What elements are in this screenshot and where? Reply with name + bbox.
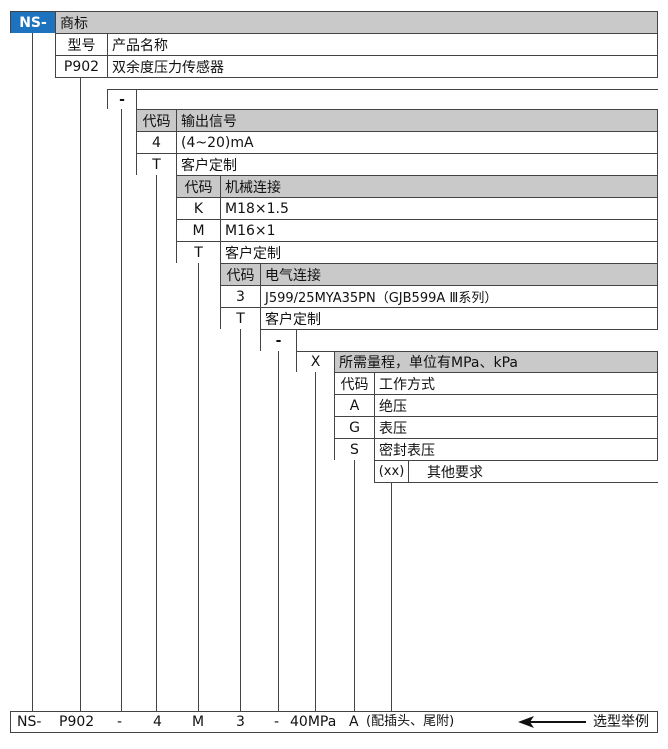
guide-line-output (156, 175, 157, 711)
mechanical-code: M (177, 220, 221, 241)
other-row: (xx) 其他要求 (374, 460, 658, 483)
dash-cell-1: - (108, 90, 137, 109)
model-row: P902 双余度压力传感器 (55, 55, 658, 78)
example-ns: NS- (17, 714, 42, 730)
work-mode-code: S (335, 439, 375, 460)
mechanical-row-k: K M18×1.5 (176, 197, 658, 219)
output-desc: 客户定制 (177, 154, 658, 175)
work-mode-row-a: A 绝压 (334, 394, 658, 416)
selection-example-row: NS- P902 - 4 M 3 - 40MPa A (配插头、尾附) 选型举例 (10, 711, 658, 733)
guide-line-mechanical (198, 263, 199, 711)
mechanical-name-header: 机械连接 (221, 176, 658, 197)
guide-line-ns (32, 33, 33, 711)
other-desc: 其他要求 (427, 464, 483, 481)
electrical-row-t: T 客户定制 (220, 307, 658, 329)
guide-line-other (391, 483, 392, 711)
example-dash: - (117, 714, 123, 730)
example-other: (配插头、尾附) (366, 714, 455, 729)
model-code-header: 型号 (56, 34, 108, 55)
output-code: T (137, 154, 177, 175)
electrical-name-header: 电气连接 (261, 264, 658, 285)
model-name-header: 产品名称 (108, 34, 658, 55)
guide-line-dash2 (278, 351, 279, 711)
electrical-code: T (221, 308, 261, 329)
guide-line-work-mode (354, 460, 355, 711)
model-header-row: 型号 产品名称 (55, 33, 658, 55)
electrical-code: 3 (221, 286, 261, 307)
dash-row-2: - (260, 329, 658, 351)
mechanical-code: K (177, 198, 221, 219)
electrical-row-3: 3 J599/25MYA35PN（GJB599A Ⅲ系列） (220, 285, 658, 307)
work-mode-row-s: S 密封表压 (334, 438, 658, 460)
model-name: 双余度压力传感器 (108, 56, 658, 77)
dash-cell-2: - (261, 330, 297, 351)
range-code: X (297, 352, 335, 372)
example-model: P902 (59, 714, 95, 730)
electrical-desc: J599/25MYA35PN（GJB599A Ⅲ系列） (261, 286, 658, 307)
mechanical-row-t: T 客户定制 (176, 241, 658, 263)
example-electrical: 3 (236, 714, 245, 730)
mechanical-code-header: 代码 (177, 176, 221, 197)
output-name-header: 输出信号 (177, 110, 658, 131)
output-row-4: 4 (4~20)mA (136, 131, 658, 153)
example-dash: - (274, 714, 280, 730)
electrical-code-header: 代码 (221, 264, 261, 285)
output-code-header: 代码 (137, 110, 177, 131)
work-mode-desc: 表压 (375, 417, 658, 438)
mechanical-desc: M18×1.5 (221, 198, 658, 219)
arrow-left-icon (516, 712, 588, 732)
guide-line-dash1 (121, 109, 122, 711)
work-mode-code-header: 代码 (335, 373, 375, 394)
output-code: 4 (137, 132, 177, 153)
example-output: 4 (153, 714, 162, 730)
model-code: P902 (56, 56, 108, 77)
electrical-header-row: 代码 电气连接 (220, 263, 658, 285)
work-mode-row-g: G 表压 (334, 416, 658, 438)
work-mode-code: A (335, 395, 375, 416)
example-range: 40MPa (290, 714, 337, 730)
work-mode-desc: 绝压 (375, 395, 658, 416)
guide-line-electrical (240, 329, 241, 711)
mechanical-header-row: 代码 机械连接 (176, 175, 658, 197)
work-mode-name-header: 工作方式 (375, 373, 658, 394)
work-mode-header-row: 代码 工作方式 (334, 372, 658, 394)
ns-prefix-cell: NS- (11, 12, 56, 33)
mechanical-row-m: M M16×1 (176, 219, 658, 241)
example-work-mode: A (349, 714, 359, 730)
trademark-row: NS- 商标 (10, 11, 658, 33)
output-row-t: T 客户定制 (136, 153, 658, 175)
work-mode-code: G (335, 417, 375, 438)
dash-row-1: - (107, 89, 658, 109)
mechanical-desc: M16×1 (221, 220, 658, 241)
range-row: X 所需量程，单位有MPa、kPa (296, 351, 658, 372)
guide-line-range (315, 372, 316, 711)
trademark-header: 商标 (56, 12, 658, 33)
output-header-row: 代码 输出信号 (136, 109, 658, 131)
electrical-desc: 客户定制 (261, 308, 658, 329)
guide-line-model (80, 78, 81, 711)
work-mode-desc: 密封表压 (375, 439, 658, 460)
other-code: (xx) (375, 461, 409, 482)
output-desc: (4~20)mA (177, 132, 658, 153)
mechanical-code: T (177, 242, 221, 263)
example-label: 选型举例 (593, 714, 649, 730)
mechanical-desc: 客户定制 (221, 242, 658, 263)
range-desc: 所需量程，单位有MPa、kPa (335, 352, 658, 372)
example-mechanical: M (192, 714, 205, 730)
